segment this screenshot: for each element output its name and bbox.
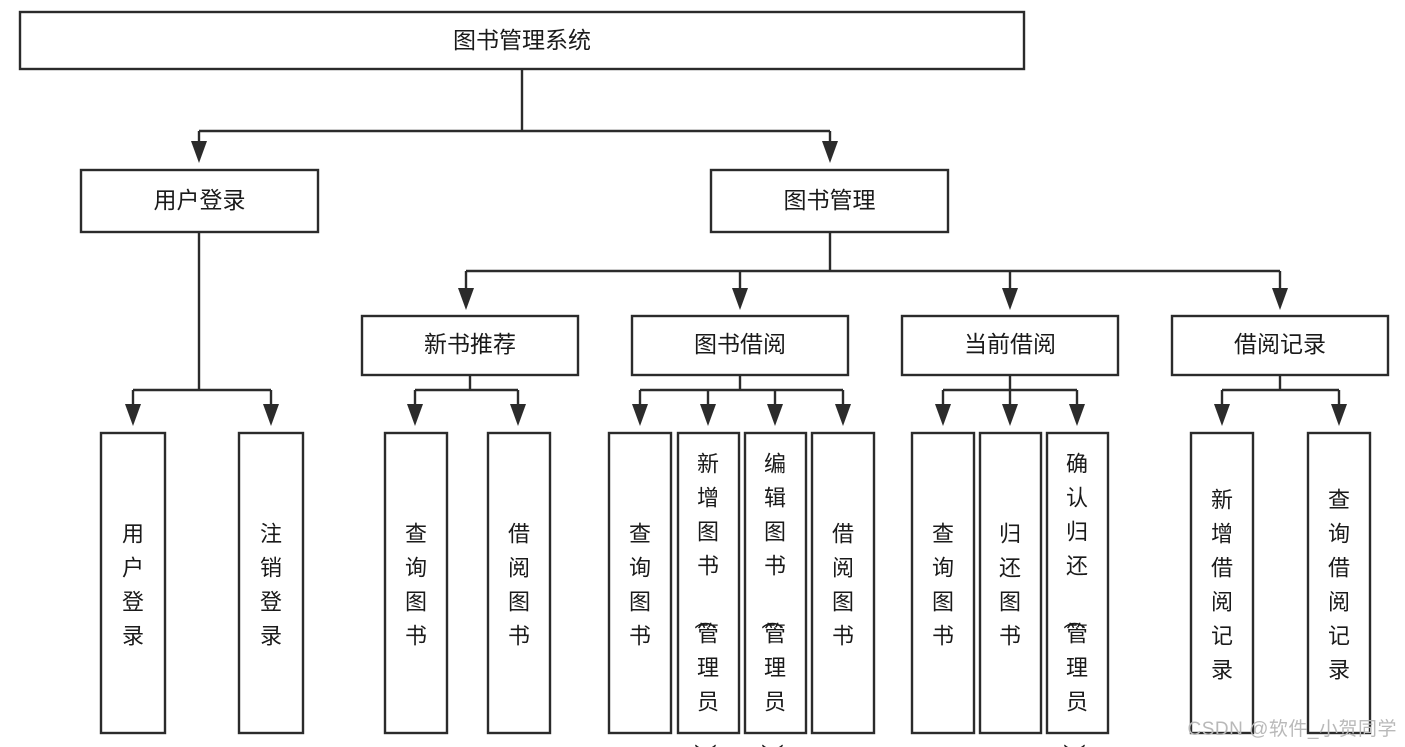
- leaf-node-newbook-borrow[interactable]: 借阅图书: [486, 431, 552, 735]
- leaf-label-bookborrow-add: 新增图书（管理员）: [692, 451, 719, 747]
- leaf-label-user-login-logout: 注销登录: [260, 522, 282, 649]
- arrow-head-borrowrecords-leaf2: [1331, 404, 1347, 426]
- connector-group-borrow-records: [1214, 375, 1347, 426]
- connector-group-book-management: [458, 232, 1288, 310]
- leaf-box-user-login-login[interactable]: [99, 431, 167, 735]
- leaf-label-records-add: 新增借阅记录: [1211, 488, 1233, 683]
- node-root-system[interactable]: 图书管理系统: [18, 10, 1026, 71]
- arrow-head-new-books: [458, 288, 474, 310]
- leaf-label-currentborrow-return: 归还图书: [999, 522, 1021, 649]
- leaf-label-bookborrow-query: 查询图书: [629, 522, 651, 649]
- arrow-head-newbook-leaf1: [407, 404, 423, 426]
- connector-group-user-login: [125, 232, 279, 426]
- arrow-head-bookborrow-leaf2: [700, 404, 716, 426]
- arrow-head-user-login: [191, 141, 207, 163]
- node-box-current-borrow[interactable]: [900, 314, 1120, 377]
- leaf-node-records-add[interactable]: 新增借阅记录: [1189, 431, 1255, 735]
- leaf-node-newbook-query[interactable]: 查询图书: [383, 431, 449, 735]
- leaf-label-records-query: 查询借阅记录: [1328, 488, 1350, 683]
- arrow-head-current: [1002, 288, 1018, 310]
- leaf-node-user-login-logout[interactable]: 注销登录: [237, 431, 305, 735]
- node-user-login[interactable]: 用户登录: [79, 168, 320, 234]
- node-borrow-records[interactable]: 借阅记录: [1170, 314, 1390, 377]
- leaf-box-records-add[interactable]: [1189, 431, 1255, 735]
- arrow-head-currentborrow-leaf3: [1069, 404, 1085, 426]
- arrow-head-book-mgmt: [822, 141, 838, 163]
- arrow-head-records: [1272, 288, 1288, 310]
- leaf-node-bookborrow-query[interactable]: 查询图书: [607, 431, 673, 735]
- arrow-head-bookborrow-leaf4: [835, 404, 851, 426]
- leaf-label-user-login-login: 用户登录: [122, 522, 144, 649]
- leaf-node-records-query[interactable]: 查询借阅记录: [1306, 431, 1372, 735]
- connector-group-new-book-recommend: [407, 375, 526, 426]
- node-label-current-borrow: 当前借阅: [964, 331, 1056, 357]
- arrow-head-currentborrow-leaf1: [935, 404, 951, 426]
- node-book-management[interactable]: 图书管理: [709, 168, 950, 234]
- node-book-borrow[interactable]: 图书借阅: [630, 314, 850, 377]
- connector-group-book-borrow: [632, 375, 851, 426]
- leaf-label-bookborrow-edit: 编辑图书（管理员）: [759, 451, 786, 747]
- arrow-head-userlogin-leaf1: [125, 404, 141, 426]
- leaf-node-bookborrow-borrow[interactable]: 借阅图书: [810, 431, 876, 735]
- leaf-node-user-login-login[interactable]: 用户登录: [99, 431, 167, 735]
- arrow-head-borrowrecords-leaf1: [1214, 404, 1230, 426]
- leaf-box-bookborrow-edit[interactable]: [743, 431, 808, 735]
- leaf-node-bookborrow-add[interactable]: 新增图书（管理员）: [676, 431, 741, 747]
- leaf-node-currentborrow-query[interactable]: 查询图书: [910, 431, 976, 735]
- arrow-head-userlogin-leaf2: [263, 404, 279, 426]
- leaf-box-newbook-borrow[interactable]: [486, 431, 552, 735]
- node-label-book-management: 图书管理: [784, 187, 876, 213]
- node-new-book-recommend[interactable]: 新书推荐: [360, 314, 580, 377]
- node-box-root-system[interactable]: [18, 10, 1026, 71]
- node-box-book-borrow[interactable]: [630, 314, 850, 377]
- leaf-box-currentborrow-return[interactable]: [978, 431, 1043, 735]
- arrow-head-bookborrow-leaf3: [767, 404, 783, 426]
- leaf-box-currentborrow-query[interactable]: [910, 431, 976, 735]
- connector-group-current-borrow: [935, 375, 1085, 426]
- arrow-head-newbook-leaf2: [510, 404, 526, 426]
- arrow-head-borrow: [732, 288, 748, 310]
- leaf-node-currentborrow-return[interactable]: 归还图书: [978, 431, 1043, 735]
- node-current-borrow[interactable]: 当前借阅: [900, 314, 1120, 377]
- leaf-label-bookborrow-borrow: 借阅图书: [832, 522, 854, 649]
- leaf-box-records-query[interactable]: [1306, 431, 1372, 735]
- node-label-user-login: 用户登录: [154, 187, 246, 213]
- leaf-node-bookborrow-edit[interactable]: 编辑图书（管理员）: [743, 431, 808, 747]
- node-box-user-login[interactable]: [79, 168, 320, 234]
- leaf-node-currentborrow-confirm[interactable]: 确认归还（管理员）: [1045, 431, 1110, 747]
- leaf-label-currentborrow-query: 查询图书: [932, 522, 954, 649]
- node-label-book-borrow: 图书借阅: [694, 331, 786, 357]
- leaf-box-bookborrow-borrow[interactable]: [810, 431, 876, 735]
- leaf-label-newbook-query: 查询图书: [405, 522, 427, 649]
- leaf-box-currentborrow-confirm[interactable]: [1045, 431, 1110, 735]
- node-label-borrow-records: 借阅记录: [1234, 331, 1326, 357]
- leaf-box-user-login-logout[interactable]: [237, 431, 305, 735]
- connector-group-root: [191, 69, 838, 163]
- node-box-borrow-records[interactable]: [1170, 314, 1390, 377]
- arrow-head-currentborrow-leaf2: [1002, 404, 1018, 426]
- leaf-box-bookborrow-query[interactable]: [607, 431, 673, 735]
- node-label-root-system: 图书管理系统: [453, 27, 591, 53]
- leaf-label-currentborrow-confirm: 确认归还（管理员）: [1061, 451, 1088, 747]
- node-label-new-book-recommend: 新书推荐: [424, 331, 516, 357]
- leaf-box-newbook-query[interactable]: [383, 431, 449, 735]
- leaf-label-newbook-borrow: 借阅图书: [508, 522, 530, 649]
- leaf-box-bookborrow-add[interactable]: [676, 431, 741, 735]
- arrow-head-bookborrow-leaf1: [632, 404, 648, 426]
